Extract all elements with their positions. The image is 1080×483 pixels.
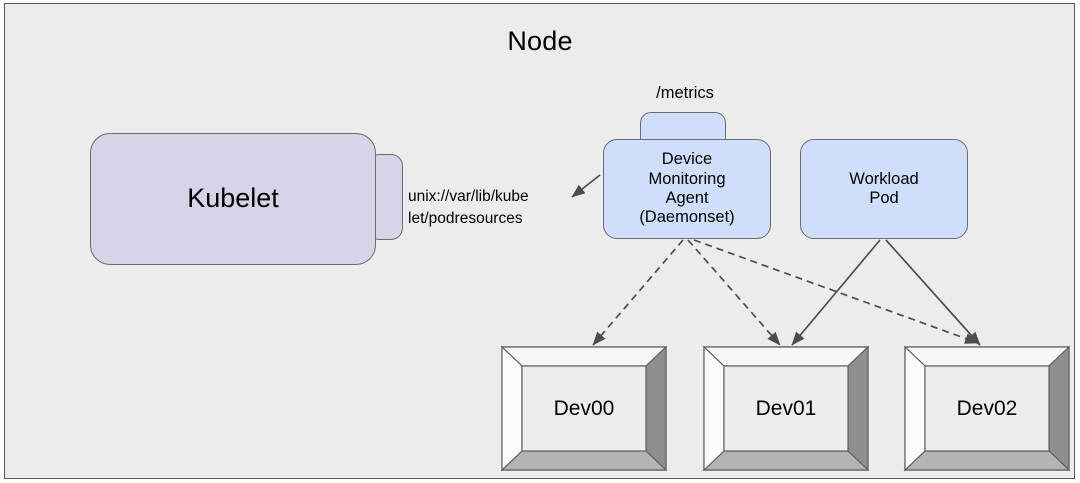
device-dev00[interactable]: Dev00	[502, 347, 666, 470]
podresources-endpoint-label: unix://var/lib/kube let/podresources	[408, 188, 529, 227]
device-dev02[interactable]: Dev02	[905, 347, 1069, 470]
device-dev01[interactable]: Dev01	[704, 347, 868, 470]
kubelet-label: Kubelet	[187, 183, 279, 214]
device-monitoring-agent-box[interactable]: Device Monitoring Agent (Daemonset)	[603, 139, 771, 239]
device-label-dev02: Dev02	[956, 396, 1018, 420]
page-title: Node	[507, 26, 573, 56]
device-monitoring-agent-label: Device Monitoring Agent (Daemonset)	[639, 150, 735, 227]
metrics-endpoint-label: /metrics	[656, 84, 714, 102]
workload-pod-label: Workload Pod	[849, 169, 919, 207]
kubelet-box[interactable]: Kubelet	[90, 133, 376, 265]
device-label-dev01: Dev01	[755, 396, 817, 420]
workload-pod-box[interactable]: Workload Pod	[800, 139, 968, 239]
device-label-dev00: Dev00	[553, 396, 615, 420]
